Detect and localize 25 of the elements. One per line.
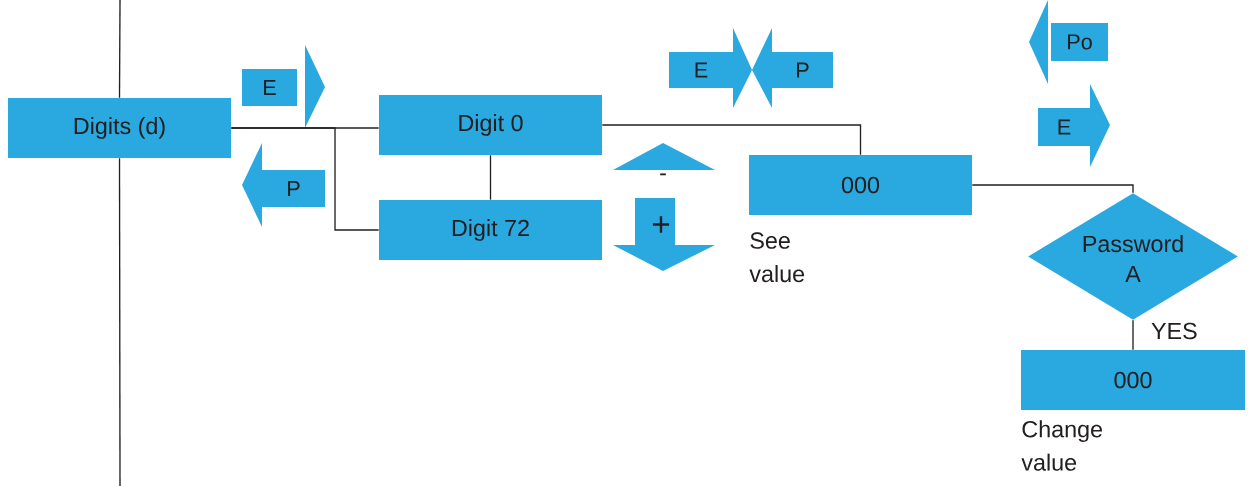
connector-line (601, 124, 862, 156)
key-button: E (669, 28, 752, 108)
caption-text: See value (749, 232, 805, 283)
connector-line (971, 184, 1134, 194)
key-button: E (242, 45, 325, 128)
key-button: P (752, 28, 833, 108)
connector-line (118, 0, 121, 99)
key-button: - (613, 143, 715, 176)
connector-line (1132, 319, 1134, 351)
caption-text: Change value (1021, 420, 1102, 471)
process-box: 000 (1021, 350, 1245, 410)
key-button: E (1038, 84, 1110, 167)
process-box: Digit 72 (379, 200, 602, 260)
connector-line (230, 127, 380, 231)
node-label: - (660, 173, 666, 176)
connector-line (489, 154, 492, 201)
key-button: P (242, 143, 325, 227)
process-box: Digits (d) (8, 98, 231, 158)
connector-line (118, 157, 121, 486)
process-box: Digit 0 (379, 95, 602, 155)
process-box: 000 (749, 155, 972, 215)
key-button: Po (1029, 0, 1108, 84)
node-label: + (652, 216, 670, 233)
edge-label: YES (1149, 321, 1200, 341)
key-button: + (613, 198, 715, 271)
